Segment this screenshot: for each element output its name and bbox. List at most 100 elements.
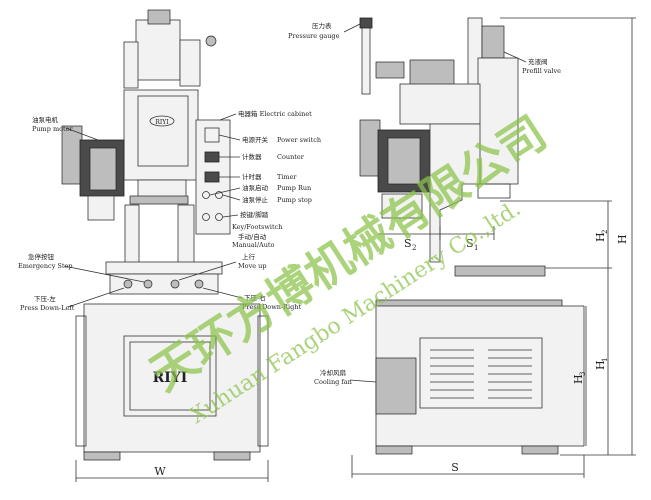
motor-window [89,147,117,191]
timer-cn: 计时器 [242,172,262,181]
press-right-en: Press Down-Right [242,303,301,311]
side-ram [477,183,511,199]
move-up-en: Move up [238,262,267,270]
h2-subscript: 2 [601,230,609,234]
base-right-panel [257,315,269,447]
pump-unit [87,195,115,221]
front-labels: 油泵电机 Pump motor 电器箱 Electric cabinet 电源开… [18,109,321,312]
pressure-gauge-icon [359,17,373,29]
top-knob-icon [205,35,217,47]
pump-run-en: Pump Run [277,184,311,192]
s2-dimension: S [404,237,412,250]
side-pipe [123,41,139,89]
cooling-fan-icon [375,357,417,415]
key-foot-switch [202,213,210,221]
key-foot-en: Key/Footswitch [232,223,282,231]
prefill-valve-en: Prefill valve [522,67,561,75]
manual-auto-cn: 手动/自动 [238,232,267,241]
front-view: RIYI RIYI [61,9,269,482]
side-view: S S 2 S 1 H H 2 H 1 H 3 [351,17,636,478]
side-table [454,265,546,277]
manual-auto-switch [215,213,223,221]
cooling-fan-en: Cooling fan [314,378,352,386]
move-up-button [170,279,180,289]
press-left-en: Press Down-Left [20,304,75,312]
counter-en: Counter [277,153,305,161]
power-switch-en: Power switch [277,136,321,144]
s1-dimension: S [466,237,474,250]
pump-motor-en: Pump motor [32,125,74,133]
emergency-stop-button [143,279,153,289]
h-dimension: H [616,234,629,244]
prefill-valve-cn: 充液阀 [528,57,548,66]
c-frame [429,123,481,263]
timer-en: Timer [277,173,297,181]
press-left-cn: 下压-左 [34,294,56,303]
emergency-stop-en: Emergency Stop [18,262,73,270]
pump-run-cn: 油泵启动 [242,183,269,192]
h3-subscript: 3 [579,372,587,376]
pump-run-button [202,191,210,199]
base-left-panel [75,315,87,447]
base-door-outer [123,335,217,417]
cooling-fan-cn: 冷却风扇 [320,368,346,377]
timer-display [204,171,220,183]
key-foot-cn: 按键/脚踏 [240,210,269,219]
h1-dimension: H [594,360,607,370]
pump-motor-cn: 油泵电机 [32,115,59,124]
right-column [177,204,195,264]
vent-slots [430,349,532,399]
brand-plate-text: RIYI [155,119,169,126]
w-dimension: W [154,465,166,478]
side-left-foot [375,445,413,455]
s1-subscript: 1 [474,244,478,252]
side-motor-end [359,119,381,177]
motor-end [61,125,83,185]
side-top-block [409,59,455,87]
emergency-stop-cn: 急停按钮 [28,252,55,261]
press-right-cn: 下压-右 [244,293,266,302]
h1-subscript: 1 [601,358,609,362]
top-cylinder [135,19,181,81]
press-right-button [194,279,204,289]
side-motor-window [387,137,421,185]
side-pump-unit [381,193,423,219]
valve-manifold [375,61,405,79]
side-right-foot [521,445,559,455]
move-up-cn: 上行 [242,252,256,261]
pump-stop-button [215,191,223,199]
vent-panel [419,337,543,409]
pump-stop-en: Pump stop [277,196,312,204]
pressure-gauge-en: Pressure gauge [288,32,340,40]
right-foot [213,451,251,461]
prefill-valve-icon [481,25,505,59]
left-column [124,204,140,264]
electric-cabinet-label: 电器箱 Electric cabinet [238,109,312,118]
top-valve [147,9,171,25]
power-switch-cn: 电源开关 [242,135,269,144]
pressure-gauge-cn: 压力表 [312,21,332,30]
s-dimension: S [451,461,459,474]
pump-stop-cn: 油泵停止 [242,195,269,204]
h2-dimension: H [594,232,607,242]
counter-display [204,151,220,163]
base-cabinet [83,303,261,453]
s2-subscript: 2 [412,244,416,252]
column-panel [137,95,189,167]
counter-cn: 计数器 [242,152,262,161]
base-door-inner [129,341,211,411]
ram-plate [129,195,189,205]
gauge-block [179,39,201,87]
ram-block [137,179,187,199]
press-left-button [123,279,133,289]
work-table [109,273,219,295]
h3-dimension: H [572,374,585,384]
side-upper-body [399,83,481,125]
manual-auto-en: Manual/Auto [232,241,275,249]
brand-plate [149,115,175,127]
base-brand-text: RIYI [153,370,188,386]
side-labels: 压力表 Pressure gauge 充液阀 Prefill valve 冷却风… [288,21,561,386]
gauge-stem [361,21,371,95]
